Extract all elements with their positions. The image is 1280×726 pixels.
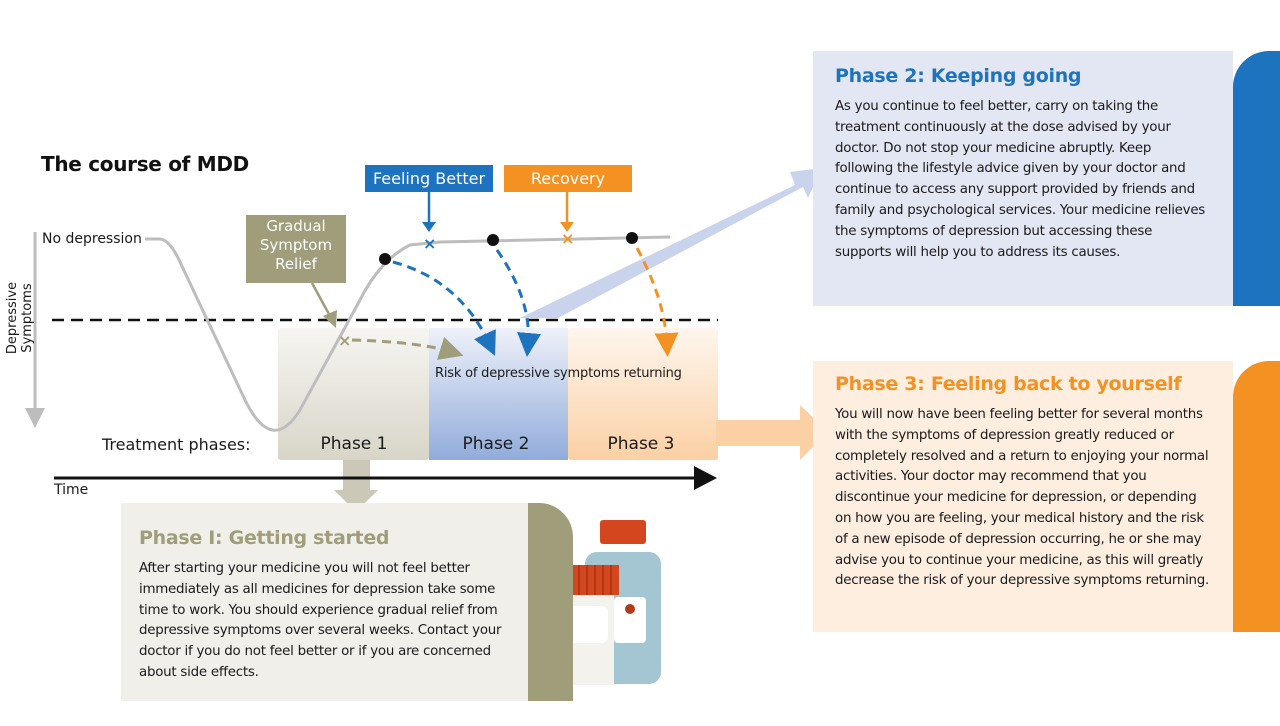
- risk-arrow-3: [635, 247, 679, 357]
- feeling-better-pointer: [422, 222, 436, 232]
- recovery-pointer: [560, 222, 574, 232]
- gradual-symptom-relief-tag: Gradual Symptom Relief: [246, 215, 346, 283]
- feeling-better-x-marker: ×: [423, 234, 436, 253]
- diagram-title: The course of MDD: [41, 152, 249, 176]
- phase-3-body: You will now have been feeling better fo…: [835, 407, 1210, 589]
- phase-2-panel-tab: [1233, 51, 1280, 306]
- no-depression-label: No depression: [42, 231, 142, 247]
- phase-3-panel-tab: [1233, 361, 1280, 632]
- y-axis-arrowhead: [25, 408, 45, 428]
- phase-2-label: Phase 2: [462, 434, 530, 454]
- time-axis-label: Time: [54, 482, 89, 498]
- feeling-better-tag: Feeling Better: [365, 165, 493, 192]
- phase-2-body: As you continue to feel better, carry on…: [835, 99, 1206, 260]
- phase-3-connector-arrow: [716, 405, 828, 460]
- phase-3-label: Phase 3: [607, 434, 675, 454]
- phase-1-block: [278, 328, 429, 460]
- phase-3-block: [568, 328, 718, 460]
- phase-3-heading: Phase 3: Feeling back to yourself: [835, 373, 1182, 395]
- relapse-point-2: [487, 234, 499, 246]
- recovery-x-marker: ×: [561, 229, 574, 248]
- phase-1-connector-arrow: [334, 460, 378, 512]
- treatment-phases-label: Treatment phases:: [102, 435, 251, 454]
- phase-1-body: After starting your medicine you will no…: [139, 561, 502, 680]
- risk-label: Risk of depressive symptoms returning: [435, 366, 682, 381]
- risk-arrow-2: [495, 249, 542, 357]
- phase-1-panel: Phase I: Getting started After starting …: [121, 503, 529, 701]
- gradual-relief-pointer: [323, 310, 337, 328]
- phase-2-heading: Phase 2: Keeping going: [835, 65, 1082, 87]
- y-axis-label: Depressive Symptoms: [5, 281, 35, 355]
- gradual-relief-x-marker: ×: [338, 331, 351, 350]
- time-axis-arrowhead: [694, 466, 717, 490]
- phase-1-panel-tab: [528, 503, 573, 701]
- recovery-tag: Recovery: [504, 165, 632, 192]
- phase-2-panel: Phase 2: Keeping going As you continue t…: [813, 51, 1233, 306]
- gradual-arrow: [351, 336, 464, 360]
- phase-3-panel: Phase 3: Feeling back to yourself You wi…: [813, 361, 1233, 632]
- phase-1-heading: Phase I: Getting started: [139, 527, 390, 549]
- relapse-point-1: [379, 253, 391, 265]
- risk-arrow-1: [392, 260, 496, 356]
- relapse-point-3: [626, 232, 638, 244]
- phase-1-label: Phase 1: [320, 434, 388, 454]
